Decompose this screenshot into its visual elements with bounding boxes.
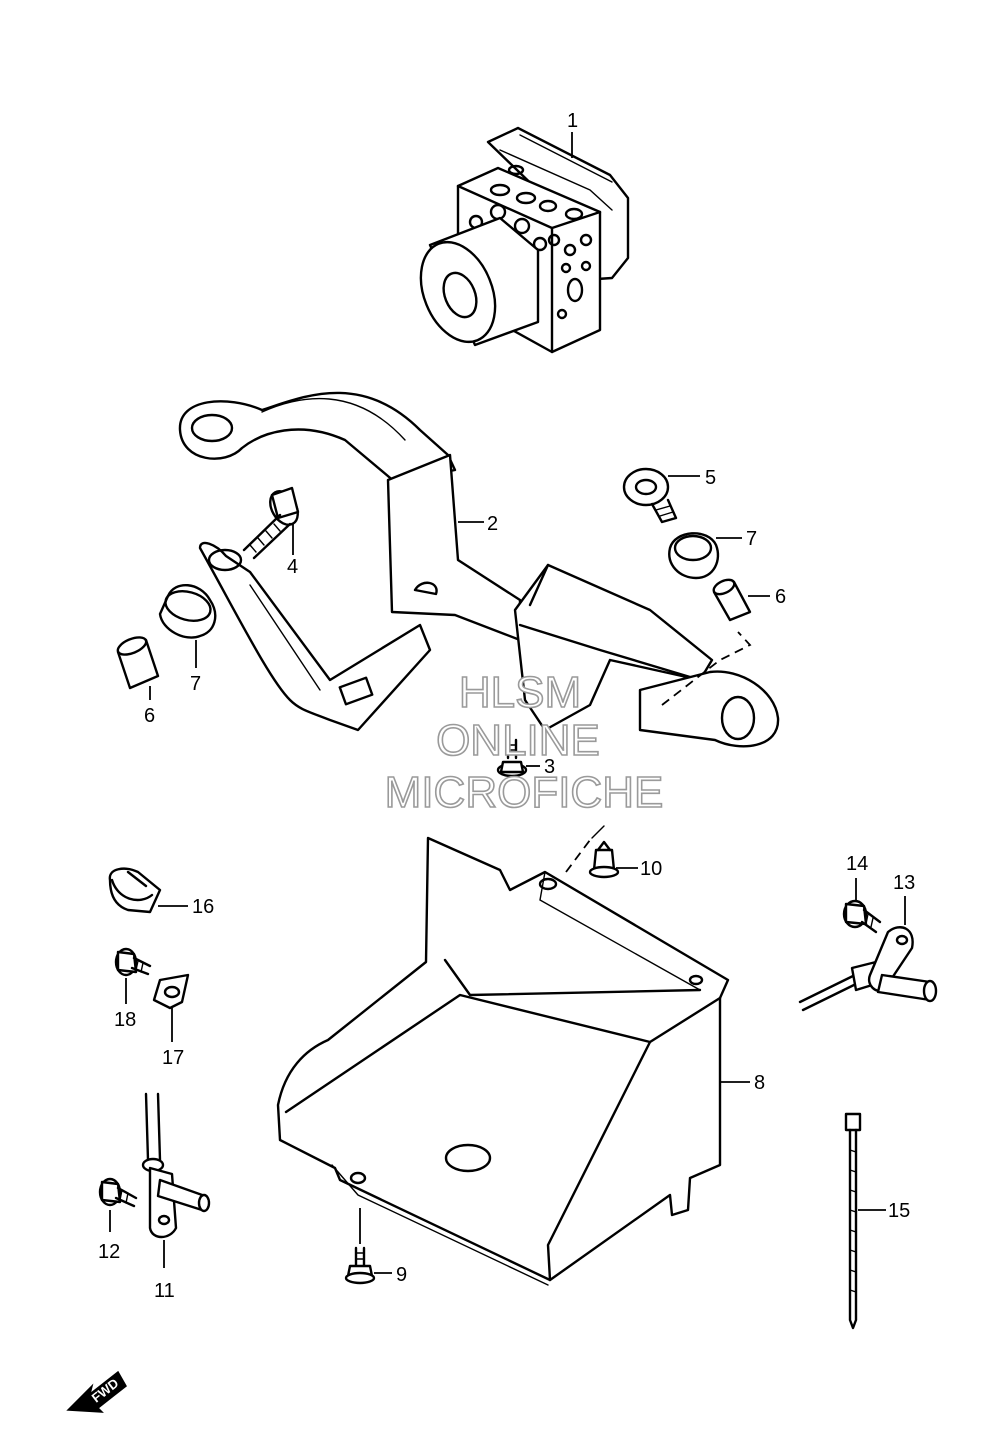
callout-15: 15 <box>888 1200 910 1222</box>
callout-6a: 6 <box>144 705 155 727</box>
callout-13: 13 <box>893 872 915 894</box>
cushion-icon[interactable] <box>668 532 720 580</box>
bolt-icon[interactable] <box>344 1246 376 1285</box>
cable-tie-icon[interactable] <box>844 1112 862 1330</box>
clamp-icon[interactable] <box>108 867 162 914</box>
cushion-icon[interactable] <box>158 584 217 639</box>
bracket-icon[interactable] <box>178 391 780 748</box>
watermark-line3: MICROFICHE <box>385 768 664 817</box>
bolt-icon[interactable] <box>622 467 678 524</box>
bolt-icon[interactable] <box>242 486 303 560</box>
callout-11: 11 <box>154 1280 175 1302</box>
sensor-icon[interactable] <box>798 926 938 1012</box>
callout-10: 10 <box>640 858 662 880</box>
callout-7b: 7 <box>746 528 757 550</box>
callout-18: 18 <box>114 1009 136 1031</box>
abs-hydraulic-unit-icon[interactable] <box>407 126 630 354</box>
callout-5: 5 <box>705 467 716 489</box>
watermark: HLSM ONLINE MICROFICHE <box>384 667 664 818</box>
watermark-line2: ONLINE <box>436 716 600 765</box>
bolt-icon[interactable] <box>98 1177 138 1208</box>
callout-1: 1 <box>567 110 578 132</box>
callout-12: 12 <box>98 1241 120 1263</box>
sensor-icon[interactable] <box>141 1092 211 1239</box>
callout-14: 14 <box>846 853 868 875</box>
callout-7a: 7 <box>190 673 201 695</box>
bolt-icon[interactable] <box>496 738 528 778</box>
callout-16: 16 <box>192 896 214 918</box>
callout-17: 17 <box>162 1047 184 1069</box>
collar-icon[interactable] <box>711 577 752 622</box>
bolt-icon[interactable] <box>842 899 882 934</box>
callout-3: 3 <box>544 756 555 778</box>
collar-icon[interactable] <box>115 634 160 690</box>
watermark-line1: HLSM <box>459 668 581 717</box>
callout-2: 2 <box>487 513 498 535</box>
clip-icon[interactable] <box>588 840 620 879</box>
callout-6b: 6 <box>775 586 786 608</box>
callout-8: 8 <box>754 1072 765 1094</box>
bolt-icon[interactable] <box>114 947 152 977</box>
tray-icon[interactable] <box>276 836 730 1286</box>
callout-9: 9 <box>396 1264 407 1286</box>
nut-icon[interactable] <box>152 973 190 1010</box>
callout-4: 4 <box>287 556 298 578</box>
fwd-arrow-icon: FWD <box>66 1370 127 1413</box>
